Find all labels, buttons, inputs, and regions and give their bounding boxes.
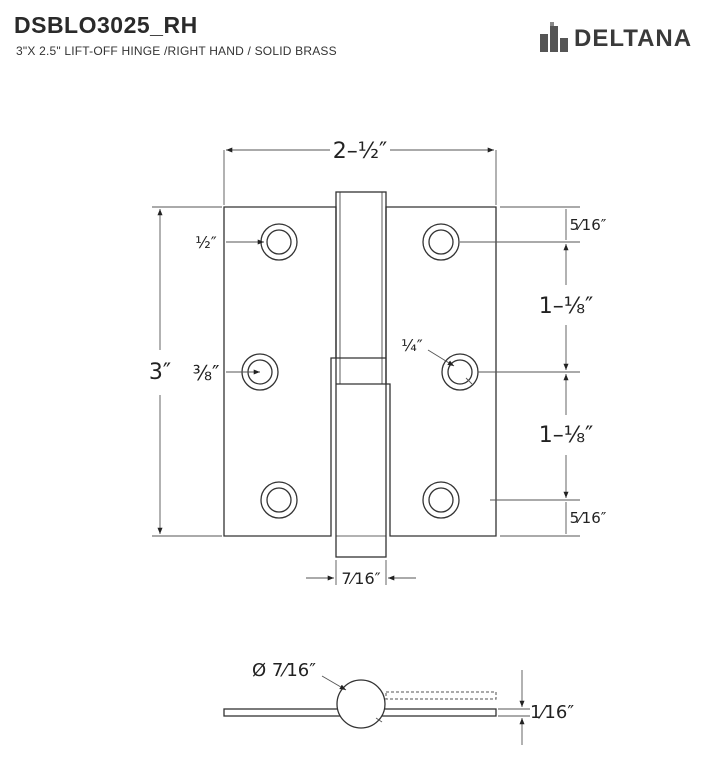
leaf-thickness-label: 1⁄16″: [530, 702, 574, 723]
screw-hole-right-middle: [441, 353, 479, 391]
screw-hole-left-bottom: [260, 481, 298, 519]
top-margin-label: 5⁄16″: [570, 216, 607, 234]
hole-offset-label: ½″: [195, 233, 217, 252]
brand-logo: DELTANA: [538, 20, 710, 54]
hole-spacing-upper-label: 1–⅛″: [539, 294, 594, 319]
screw-hole-right-bottom: [422, 481, 460, 519]
screw-hole-left-top: [260, 223, 298, 261]
model-number: DSBLO3025_RH: [14, 12, 198, 38]
bottom-margin-label: 5⁄16″: [570, 509, 607, 527]
overall-height-label: 3″: [149, 360, 171, 385]
hinge-side-view: [223, 679, 497, 729]
screw-hole-label: ⅜″: [193, 361, 220, 385]
brand-name: DELTANA: [574, 25, 693, 52]
hinge-front-view: [223, 191, 497, 558]
left-leaf: [223, 206, 337, 537]
dimension-lines: [152, 147, 580, 585]
countersink-label: ¼″: [401, 336, 423, 355]
knuckle: [335, 191, 387, 558]
brand-logo-icon: [540, 22, 568, 52]
side-leaf-dashed: [385, 691, 497, 700]
screw-hole-right-top: [422, 223, 460, 261]
product-description: 3"X 2.5" LIFT-OFF HINGE /RIGHT HAND / SO…: [16, 44, 337, 58]
hole-spacing-lower-label: 1–⅛″: [539, 423, 594, 448]
barrel: [336, 679, 386, 729]
knuckle-width-label: 7⁄16″: [341, 569, 380, 588]
right-leaf: [385, 206, 497, 537]
screw-holes: [241, 223, 479, 519]
side-dimension-lines: [321, 670, 530, 745]
barrel-diameter-label: Ø 7⁄16″: [252, 660, 316, 681]
overall-width-label: 2–½″: [333, 139, 388, 164]
